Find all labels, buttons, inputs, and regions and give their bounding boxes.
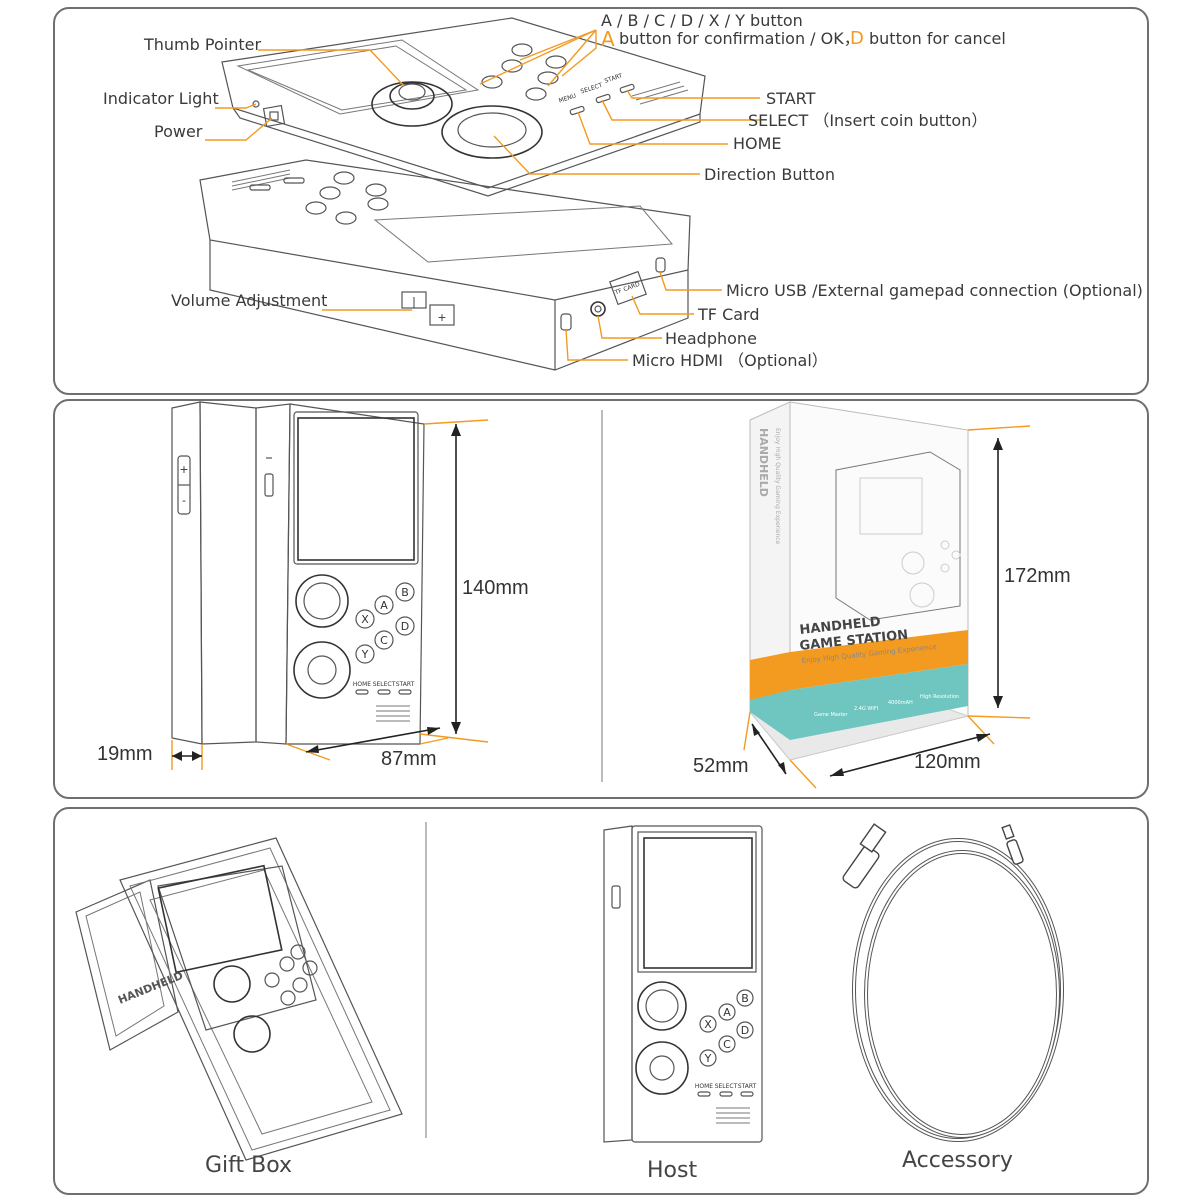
dimension-box-height: 172mm [1004, 565, 1071, 587]
power-label: Power [154, 122, 203, 141]
cancel-key-label: D [850, 28, 864, 49]
caption-gift-box: Gift Box [205, 1153, 292, 1178]
host-home-text: HOME [695, 1083, 713, 1090]
caption-host: Host [647, 1158, 697, 1183]
dimension-width: 87mm [381, 748, 437, 770]
host-start-text: START [738, 1083, 757, 1090]
svg-text:+: + [437, 311, 446, 324]
front-btn-x: X [361, 613, 369, 626]
tf-card-label: TF Card [697, 305, 760, 324]
thumb-pointer-label: Thumb Pointer [143, 35, 261, 54]
front-btn-c: C [380, 634, 388, 647]
front-btn-b: B [401, 586, 409, 599]
volume-adjustment-label: Volume Adjustment [171, 291, 327, 310]
box-feature-2: 2.4G WIFI [854, 706, 878, 712]
host-btn-y: Y [704, 1052, 712, 1065]
dimension-box-depth: 52mm [693, 755, 749, 777]
micro-usb-label: Micro USB /External gamepad connection (… [726, 281, 1143, 300]
confirm-text-label: button for confirmation / OK， [619, 29, 860, 48]
back-face-buttons [305, 171, 389, 225]
retail-box-illustration: HANDHELD GAME STATION Enjoy High Quality… [748, 401, 970, 762]
host-face-buttons: B A D X C Y [699, 989, 754, 1067]
face-buttons-label: A / B / C / D / X / Y button [601, 11, 803, 30]
host-btn-d: D [741, 1024, 749, 1037]
device-dimension-lines [171, 419, 489, 770]
host-btn-b: B [741, 992, 749, 1005]
headphone-label: Headphone [665, 329, 757, 348]
front-btn-d: D [401, 620, 409, 633]
top-start-text: START [604, 72, 624, 84]
host-btn-c: C [723, 1038, 731, 1051]
front-start-text: START [396, 681, 415, 688]
cancel-text-label: button for cancel [869, 29, 1006, 48]
usb-cable-illustration [842, 823, 1064, 1142]
dimension-height: 140mm [462, 577, 529, 599]
dimension-depth: 19mm [97, 743, 153, 765]
dimension-box-width: 120mm [914, 751, 981, 773]
box-feature-1: Game Master [814, 712, 848, 718]
front-select-text: SELECT [373, 681, 396, 688]
host-btn-x: X [704, 1018, 712, 1031]
confirm-key-label: A [601, 27, 615, 51]
caption-accessory: Accessory [902, 1148, 1013, 1173]
gift-box-illustration: HANDHELD [75, 837, 403, 1161]
top-callout-lines [205, 29, 760, 361]
top-menu-text: MENU [558, 92, 577, 104]
host-select-text: SELECT [715, 1083, 738, 1090]
device-side-view: + - [171, 401, 257, 745]
indicator-light-label: Indicator Light [103, 89, 219, 108]
host-device-illustration: B A D X C Y HOME SELECT START [603, 825, 763, 1143]
front-home-text: HOME [353, 681, 371, 688]
direction-button-label: Direction Button [704, 165, 835, 184]
home-label: HOME [733, 134, 782, 153]
host-btn-a: A [723, 1006, 731, 1019]
gift-face-buttons [264, 944, 318, 1006]
front-btn-a: A [380, 599, 388, 612]
svg-text:|: | [412, 295, 416, 308]
box-feature-3: 4000mAH [888, 700, 913, 706]
front-btn-y: Y [361, 648, 369, 661]
top-face-buttons [481, 43, 567, 101]
box-dimension-lines [743, 425, 1031, 789]
select-label: SELECT （Insert coin button） [748, 111, 987, 130]
svg-text:-: - [182, 494, 186, 507]
top-select-text: SELECT [580, 82, 604, 96]
micro-hdmi-label: Micro HDMI （Optional） [632, 351, 828, 370]
front-face-buttons: B A D X C Y [355, 582, 415, 664]
device-front-view: B A D X C Y HOME SELECT START [255, 403, 425, 745]
svg-text:+: + [179, 463, 188, 476]
box-spine-title: HANDHELD [757, 428, 770, 497]
start-label: START [766, 89, 816, 108]
box-spine-tagline: Enjoy High Quality Gaming Experience [774, 428, 781, 545]
box-feature-4: High Resolution [920, 694, 959, 700]
